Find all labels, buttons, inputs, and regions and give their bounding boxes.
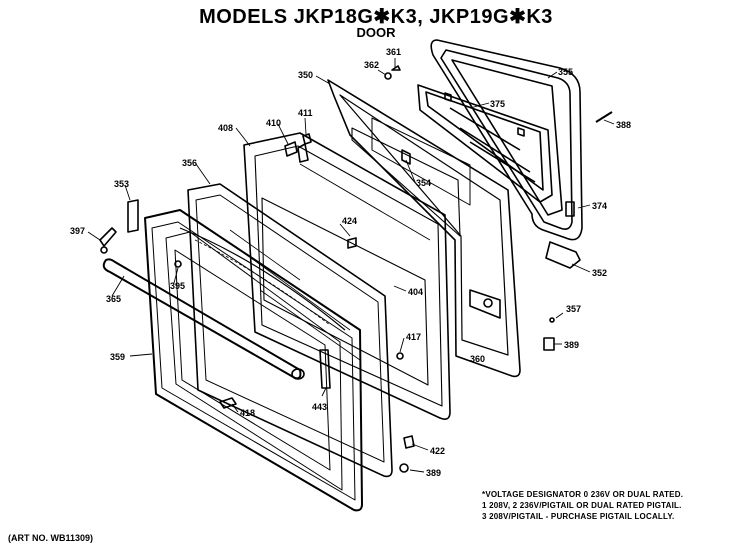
label-410: 410 xyxy=(266,118,281,128)
label-359: 359 xyxy=(110,352,125,362)
label-389a: 389 xyxy=(564,340,579,350)
part-356-glass-panel xyxy=(187,183,393,478)
label-357: 357 xyxy=(566,304,581,314)
label-395: 395 xyxy=(170,281,185,291)
label-355: 355 xyxy=(558,67,573,77)
part-443-hinge xyxy=(319,349,331,389)
leader-lines xyxy=(87,58,615,473)
part-418-clip xyxy=(219,397,237,409)
part-353-bracket xyxy=(127,199,139,233)
label-443: 443 xyxy=(312,402,327,412)
part-352-clip xyxy=(545,241,581,269)
label-408: 408 xyxy=(218,123,233,133)
label-422: 422 xyxy=(430,446,445,456)
part-362-nut xyxy=(384,72,392,80)
label-353: 353 xyxy=(114,179,129,189)
part-422-bracket xyxy=(403,435,415,449)
diagram-subtitle: DOOR xyxy=(356,25,396,40)
label-361: 361 xyxy=(386,47,401,57)
part-388-screw xyxy=(595,111,613,123)
part-410-hinge xyxy=(284,141,298,157)
label-388: 388 xyxy=(616,120,631,130)
part-395-screw xyxy=(174,260,182,268)
part-361-screw xyxy=(391,65,401,71)
label-354: 354 xyxy=(416,178,431,188)
diagram-title: MODELS JKP18G✱K3, JKP19G✱K3 xyxy=(199,6,553,28)
part-389-washer xyxy=(399,463,409,473)
part-408-door-liner xyxy=(243,132,451,420)
footnote-line: 1 208V, 2 236V/PIGTAIL OR DUAL RATED PIG… xyxy=(482,501,682,510)
part-labels: 355 375 388 374 352 357 389 361 362 350 … xyxy=(70,47,631,478)
footnote-line: *VOLTAGE DESIGNATOR 0 236V OR DUAL RATED… xyxy=(482,490,684,499)
part-389-clip xyxy=(543,337,555,351)
part-424-bracket xyxy=(347,237,357,249)
label-389b: 389 xyxy=(426,468,441,478)
art-number: (ART NO. WB11309) xyxy=(8,533,94,543)
label-397: 397 xyxy=(70,226,85,236)
label-418: 418 xyxy=(240,408,255,418)
part-411-clip xyxy=(302,133,312,145)
label-404: 404 xyxy=(408,287,423,297)
label-374: 374 xyxy=(592,201,607,211)
label-362: 362 xyxy=(364,60,379,70)
part-359-front-door-frame xyxy=(144,209,363,512)
small-hardware xyxy=(99,65,613,473)
label-356: 356 xyxy=(182,158,197,168)
footnote-line: 3 208V/PIGTAIL - PURCHASE PIGTAIL LOCALL… xyxy=(482,512,675,521)
label-375: 375 xyxy=(490,99,505,109)
label-365: 365 xyxy=(106,294,121,304)
part-397-clip xyxy=(99,227,117,247)
label-360: 360 xyxy=(470,354,485,364)
part-365-door-handle xyxy=(102,258,305,380)
label-424: 424 xyxy=(342,216,357,226)
label-352: 352 xyxy=(592,268,607,278)
label-417: 417 xyxy=(406,332,421,342)
label-350: 350 xyxy=(298,70,313,80)
part-374-clip xyxy=(565,201,575,217)
part-375-window-glass xyxy=(417,84,553,203)
label-411: 411 xyxy=(298,108,313,118)
voltage-footnote: *VOLTAGE DESIGNATOR 0 236V OR DUAL RATED… xyxy=(482,489,683,522)
part-417-screw xyxy=(396,352,404,360)
